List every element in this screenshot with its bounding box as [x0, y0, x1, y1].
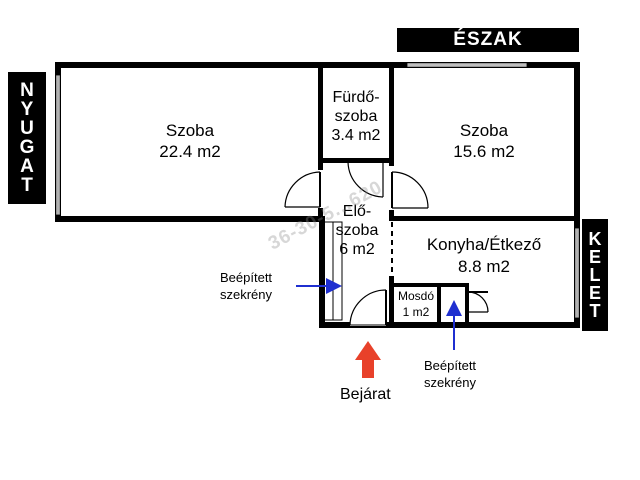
wall-room-bath — [318, 62, 323, 170]
windows — [55, 62, 580, 319]
west-letter: Y — [20, 99, 34, 120]
north-label: ÉSZAK — [397, 28, 579, 52]
hall-closet — [323, 221, 343, 321]
wall-hall-washroom — [389, 276, 394, 328]
door-entrance — [349, 289, 387, 326]
door-bathroom — [347, 161, 384, 198]
east-letter: L — [589, 265, 601, 285]
room-area: 1 m2 — [402, 305, 430, 319]
interior-walls — [318, 62, 580, 328]
west-letter: N — [20, 80, 34, 101]
room-name: Fürdő- — [332, 89, 380, 106]
east-label: K E L E T — [582, 219, 608, 331]
west-letter: G — [19, 137, 35, 158]
note-line: Beépített — [220, 270, 273, 285]
wall-closet-east — [465, 283, 469, 328]
room-area: 15.6 m2 — [453, 142, 515, 161]
east-letter: K — [588, 229, 602, 249]
wall-hall-kitchen-top — [389, 210, 394, 218]
room-name: Szoba — [165, 121, 215, 140]
west-label: N Y U G A T — [8, 72, 46, 204]
wall-bath-hall — [318, 158, 394, 163]
room-name: Konyha/Étkező — [426, 235, 542, 254]
entrance-label: Bejárat — [340, 386, 391, 403]
note-line: Beépített — [424, 358, 477, 373]
entrance-arrow — [355, 341, 381, 378]
east-wall — [574, 62, 580, 327]
room-name: Elő- — [342, 203, 372, 220]
south-wall-east — [319, 322, 580, 328]
room-name: Szoba — [459, 121, 509, 140]
note-line: szekrény — [220, 287, 273, 302]
west-letter: T — [21, 175, 33, 196]
room-name: szoba — [335, 222, 379, 239]
room-name: Mosdó — [397, 289, 435, 303]
wall-room2-kitchen — [389, 216, 580, 221]
hall-west-wall — [319, 216, 325, 328]
room-area: 22.4 m2 — [159, 142, 221, 161]
door-east-room — [391, 171, 429, 209]
exterior-walls — [55, 62, 580, 328]
room-label-east: Szoba 15.6 m2 — [434, 120, 534, 162]
west-letter: U — [20, 118, 34, 139]
west-letter: A — [20, 156, 34, 177]
door-west-room — [284, 171, 321, 208]
room-area: 6 m2 — [339, 241, 375, 258]
room-label-hall: Elő- szoba 6 m2 — [330, 202, 384, 259]
room-label-kitchen: Konyha/Étkező 8.8 m2 — [414, 234, 554, 278]
room-name: szoba — [334, 108, 378, 125]
room-label-washroom: Mosdó 1 m2 — [394, 288, 438, 320]
room-label-bathroom: Fürdő- szoba 3.4 m2 — [323, 88, 389, 145]
wall-washroom-top — [389, 283, 469, 287]
doors — [284, 161, 489, 326]
room-area: 8.8 m2 — [458, 257, 510, 276]
closet-right-note: Beépített szekrény — [424, 357, 476, 391]
east-letter: E — [588, 283, 601, 303]
note-line: szekrény — [424, 375, 477, 390]
room-area: 3.4 m2 — [331, 127, 381, 144]
room-label-west: Szoba 22.4 m2 — [140, 120, 240, 162]
north-wall — [55, 62, 580, 68]
south-wall-west — [55, 216, 325, 222]
east-letter: E — [588, 247, 601, 267]
wall-washroom-east — [437, 283, 441, 328]
closet-left-note: Beépített szekrény — [220, 269, 272, 303]
wall-bath-room2 — [389, 62, 394, 166]
wall-room-hall — [318, 208, 323, 222]
east-letter: T — [589, 301, 601, 321]
door-washroom — [467, 291, 489, 313]
